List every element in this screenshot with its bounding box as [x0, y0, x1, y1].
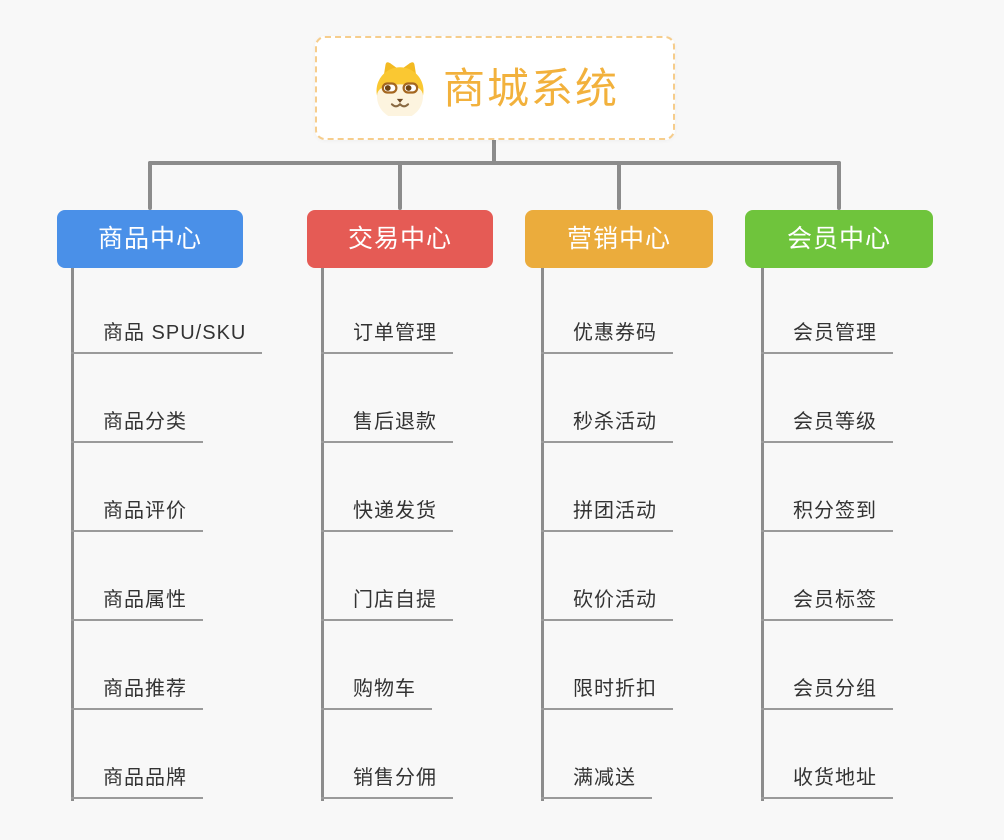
connector-drop	[398, 161, 402, 210]
topic-item[interactable]: 会员管理	[761, 319, 893, 354]
branch-header-product-center[interactable]: 商品中心	[57, 210, 243, 268]
topic-item[interactable]: 优惠券码	[541, 319, 673, 354]
topic-item[interactable]: 快递发货	[321, 497, 453, 532]
branch-trunk	[71, 268, 74, 801]
topic-item[interactable]: 满减送	[541, 764, 652, 799]
topic-item[interactable]: 会员分组	[761, 675, 893, 710]
branch-trunk	[541, 268, 544, 801]
topic-item[interactable]: 商品属性	[71, 586, 203, 621]
branch-header-member-center[interactable]: 会员中心	[745, 210, 933, 268]
branch-header-trade-center[interactable]: 交易中心	[307, 210, 493, 268]
branch-header-marketing-center[interactable]: 营销中心	[525, 210, 713, 268]
topic-item[interactable]: 商品品牌	[71, 764, 203, 799]
topic-item[interactable]: 限时折扣	[541, 675, 673, 710]
topic-item[interactable]: 商品 SPU/SKU	[71, 319, 263, 354]
topic-item[interactable]: 售后退款	[321, 408, 453, 443]
connector-rail	[148, 161, 841, 165]
root-node[interactable]: 商城系统	[315, 36, 675, 140]
branch-trunk	[321, 268, 324, 801]
topic-item[interactable]: 会员标签	[761, 586, 893, 621]
topic-item[interactable]: 收货地址	[761, 764, 893, 799]
connector-root-stem	[492, 138, 496, 165]
topic-item[interactable]: 拼团活动	[541, 497, 673, 532]
topic-item[interactable]: 订单管理	[321, 319, 453, 354]
topic-item[interactable]: 商品分类	[71, 408, 203, 443]
root-label: 商城系统	[442, 65, 619, 112]
topic-item[interactable]: 购物车	[321, 675, 432, 710]
topic-item[interactable]: 销售分佣	[321, 764, 453, 799]
connector-drop	[617, 161, 621, 210]
connector-drop	[148, 161, 152, 210]
shiba-dog-icon	[371, 60, 429, 116]
topic-item[interactable]: 门店自提	[321, 586, 453, 621]
topic-item[interactable]: 会员等级	[761, 408, 893, 443]
topic-item[interactable]: 商品推荐	[71, 675, 203, 710]
branch-trunk	[761, 268, 764, 801]
topic-item[interactable]: 砍价活动	[541, 586, 673, 621]
topic-item[interactable]: 商品评价	[71, 497, 203, 532]
topic-item[interactable]: 秒杀活动	[541, 408, 673, 443]
topic-item[interactable]: 积分签到	[761, 497, 893, 532]
connector-drop	[837, 161, 841, 210]
